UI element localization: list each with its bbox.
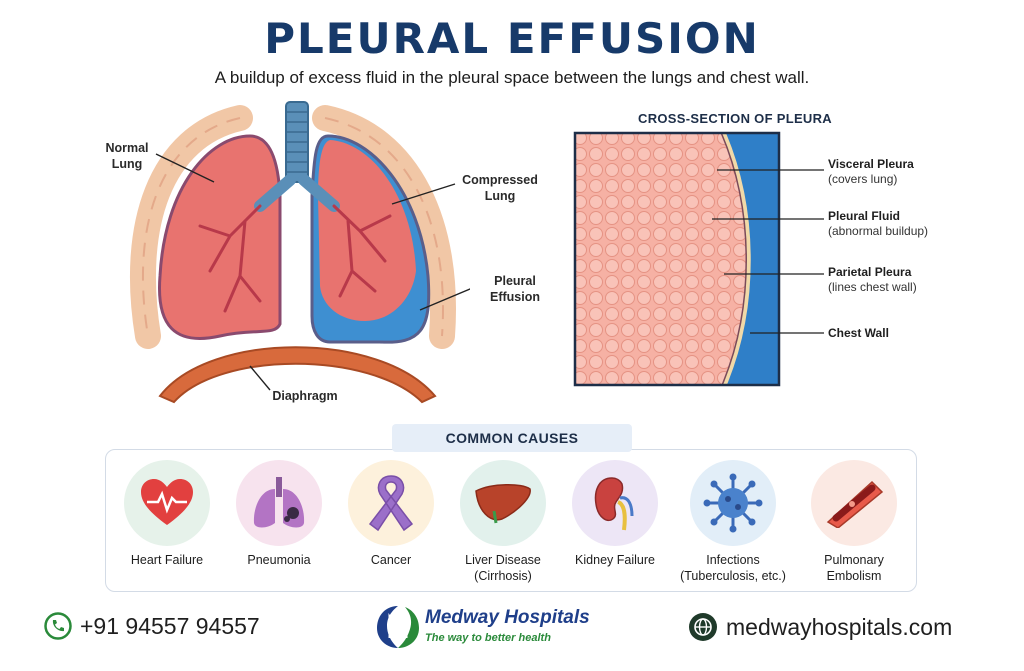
virus-icon <box>690 460 776 546</box>
heart-icon <box>124 460 210 546</box>
causes-heading: COMMON CAUSES <box>392 424 632 452</box>
blood-vessel-icon <box>811 460 897 546</box>
cause-heart-failure: Heart Failure <box>97 460 237 568</box>
globe-icon <box>689 613 717 641</box>
label-chest-wall: Chest Wall <box>828 326 889 340</box>
label-pleural-effusion: Pleural Effusion <box>490 274 540 304</box>
cause-cancer: Cancer <box>321 460 461 568</box>
medway-logo-icon <box>377 606 419 648</box>
label-parietal-pleura: Parietal Pleura(lines chest wall) <box>828 265 917 294</box>
brand-tagline: The way to better health <box>425 632 551 644</box>
cross-section-title: CROSS-SECTION OF PLEURA <box>638 111 832 126</box>
label-pleural-fluid: Pleural Fluid(abnormal buildup) <box>828 209 929 238</box>
page-subtitle: A buildup of excess fluid in the pleural… <box>214 68 810 87</box>
lungs-illustration <box>129 101 470 404</box>
label-compressed-lung: Compressed Lung <box>462 173 538 203</box>
footer-website[interactable]: medwayhospitals.com <box>688 612 952 642</box>
lungs-icon <box>236 460 322 546</box>
pleura-cross-section <box>573 131 824 387</box>
label-normal-lung: Normal Lung <box>105 141 149 171</box>
phone-icon <box>44 612 72 640</box>
cause-infections: Infections (Tuberculosis, etc.) <box>663 460 803 584</box>
website-url: medwayhospitals.com <box>726 613 953 640</box>
cause-kidney-failure: Kidney Failure <box>545 460 685 568</box>
kidney-icon <box>572 460 658 546</box>
label-visceral-pleura: Visceral Pleura(covers lung) <box>828 157 914 186</box>
cause-liver-disease: Liver Disease (Cirrhosis) <box>433 460 573 584</box>
page-title: PLEURAL EFFUSION <box>264 14 760 63</box>
cause-pneumonia: Pneumonia <box>209 460 349 568</box>
brand-logo[interactable]: Medway Hospitals The way to better healt… <box>375 601 655 653</box>
phone-number: +91 94557 94557 <box>80 612 260 639</box>
label-diaphragm: Diaphragm <box>272 389 338 403</box>
brand-name: Medway Hospitals <box>425 607 590 628</box>
cause-pulmonary-embolism: Pulmonary Embolism <box>784 460 924 584</box>
footer-phone[interactable]: +91 94557 94557 <box>44 612 260 640</box>
ribbon-icon <box>348 460 434 546</box>
liver-icon <box>460 460 546 546</box>
